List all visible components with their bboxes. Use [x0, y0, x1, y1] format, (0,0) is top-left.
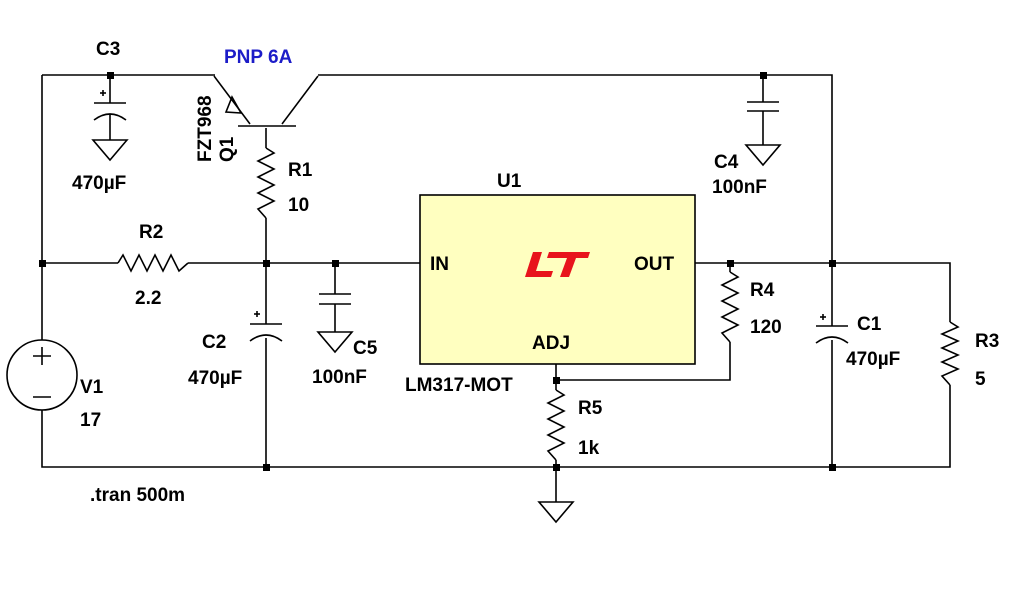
q1-note: PNP 6A [224, 47, 293, 68]
resistor-r1[interactable]: R1 10 [256, 147, 313, 219]
c2-value: 470µF [188, 368, 242, 389]
resistor-r4[interactable]: R4 120 [720, 271, 782, 343]
v1-ref: V1 [80, 377, 104, 398]
u1-part: LM317-MOT [405, 375, 513, 396]
u1-pin-out: OUT [634, 254, 675, 275]
r4-value: 120 [750, 317, 782, 338]
r3-ref: R3 [975, 331, 999, 352]
ground-icon [537, 501, 575, 524]
r5-ref: R5 [578, 398, 603, 419]
junction-dots [39, 72, 836, 471]
r3-value: 5 [975, 369, 986, 390]
linear-technology-logo-icon [525, 252, 590, 277]
c3-ref: C3 [96, 39, 120, 60]
q1-ref: Q1 [217, 136, 238, 162]
r5-value: 1k [578, 438, 600, 459]
capacitor-c5[interactable]: C5 100nF [312, 293, 378, 388]
r2-value: 2.2 [135, 288, 161, 309]
capacitor-c4[interactable]: C4 100nF [712, 101, 782, 198]
q1-model: FZT968 [195, 95, 216, 162]
wires [41, 74, 951, 502]
u1-ref: U1 [497, 171, 522, 192]
r1-value: 10 [288, 195, 309, 216]
u1-pin-in: IN [430, 254, 449, 275]
ground-icon [316, 331, 354, 354]
voltage-source-v1[interactable]: V1 17 [6, 339, 104, 431]
r4-ref: R4 [750, 280, 775, 301]
u1-pin-adj: ADJ [532, 333, 570, 354]
c5-ref: C5 [353, 338, 378, 359]
c3-value: 470µF [72, 173, 126, 194]
c1-value: 470µF [846, 349, 900, 370]
c5-value: 100nF [312, 367, 367, 388]
c2-ref: C2 [202, 332, 226, 353]
v1-value: 17 [80, 410, 101, 431]
spice-directive[interactable]: .tran 500m [90, 485, 185, 506]
c4-value: 100nF [712, 177, 767, 198]
regulator-u1[interactable]: U1 IN OUT ADJ LM317-MOT [405, 171, 696, 396]
r2-ref: R2 [139, 222, 163, 243]
resistor-r3[interactable]: R3 5 [940, 321, 999, 390]
resistor-r5[interactable]: R5 1k [537, 389, 603, 524]
capacitor-c3[interactable]: C3 470µF [72, 39, 129, 194]
c1-ref: C1 [857, 314, 882, 335]
c4-ref: C4 [714, 152, 739, 173]
capacitor-c2[interactable]: C2 470µF [188, 311, 283, 389]
transistor-q1[interactable]: PNP 6A FZT968 Q1 [195, 47, 319, 162]
capacitor-c1[interactable]: C1 470µF [815, 314, 900, 370]
ground-icon [91, 139, 129, 162]
resistor-r2[interactable]: R2 2.2 [117, 222, 189, 309]
r1-ref: R1 [288, 160, 313, 181]
ground-icon [744, 144, 782, 167]
